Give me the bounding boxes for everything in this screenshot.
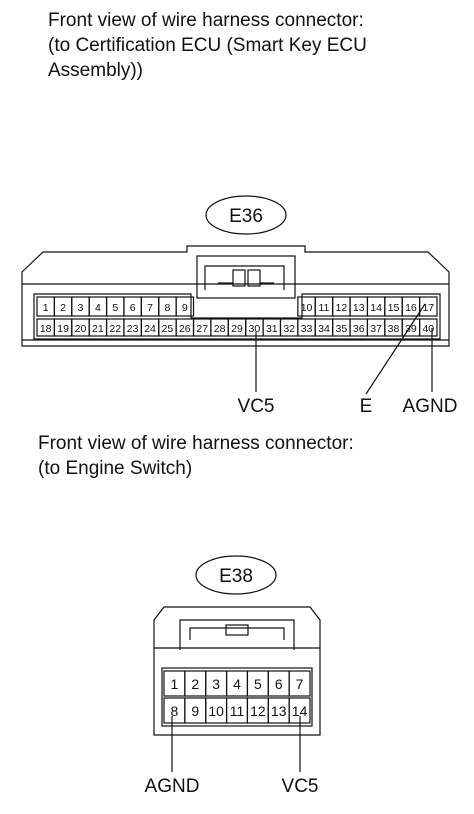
pin-number: 11 — [319, 302, 330, 314]
caption-bottom: Front view of wire harness connector: (t… — [38, 433, 354, 479]
pin-number: 34 — [318, 323, 330, 335]
pin-number: 4 — [95, 302, 101, 314]
pin-number: 4 — [233, 676, 241, 692]
e36-signal-vc5: VC5 — [238, 396, 275, 417]
pin-number: 39 — [405, 323, 417, 335]
e36-label-oval — [205, 195, 287, 235]
e38-signal-vc5: VC5 — [282, 776, 319, 797]
pin-number: 11 — [230, 703, 245, 719]
pin-number: 12 — [250, 703, 266, 719]
pin-number: 36 — [353, 323, 365, 335]
pin-number: 37 — [370, 323, 382, 335]
e36-label: E36 — [229, 206, 263, 227]
pin-number: 24 — [144, 323, 156, 335]
pin-number: 13 — [353, 302, 365, 314]
caption-top: Front view of wire harness connector: (t… — [48, 10, 367, 81]
pin-number: 26 — [179, 323, 191, 335]
pin-number: 30 — [249, 323, 261, 335]
e38-housing — [153, 606, 321, 736]
pin-number: 25 — [162, 323, 174, 335]
pin-number: 15 — [388, 302, 400, 314]
pin-number: 32 — [283, 323, 295, 335]
e36-latch — [196, 255, 296, 299]
e36-pin-frame — [33, 293, 441, 340]
pin-number: 14 — [370, 302, 382, 314]
pin-number: 23 — [127, 323, 139, 335]
pin-number: 1 — [171, 676, 179, 692]
pin-number: 16 — [405, 302, 417, 314]
pin-number: 6 — [275, 676, 283, 692]
pin-number: 8 — [165, 302, 171, 314]
pin-number: 22 — [109, 323, 121, 335]
pin-number: 38 — [388, 323, 400, 335]
pin-number: 7 — [147, 302, 153, 314]
pin-number: 13 — [271, 703, 287, 719]
pin-number: 29 — [231, 323, 243, 335]
pin-number: 6 — [130, 302, 136, 314]
pin-number: 3 — [212, 676, 220, 692]
pin-number: 9 — [191, 703, 199, 719]
pin-number: 7 — [296, 676, 304, 692]
pin-number: 14 — [292, 703, 308, 719]
e36-lead-e — [365, 303, 426, 395]
e38-pin-frame — [161, 667, 313, 727]
e38-pin-cell — [288, 670, 311, 697]
pin-number: 27 — [196, 323, 208, 335]
pin-number: 9 — [182, 302, 188, 314]
pin-number: 10 — [301, 302, 313, 314]
e36-pin-cell — [419, 296, 438, 317]
pin-number: 10 — [208, 703, 224, 719]
e38-label-oval — [195, 555, 277, 595]
pin-number: 1 — [43, 302, 49, 314]
pin-number: 28 — [214, 323, 226, 335]
pin-number: 5 — [112, 302, 118, 314]
e38-signal-agnd: AGND — [145, 776, 200, 797]
pin-number: 31 — [266, 323, 278, 335]
pin-number: 17 — [422, 302, 434, 314]
e36-signal-e: E — [360, 396, 373, 417]
e36-pin-cell — [175, 296, 195, 317]
pin-number: 3 — [78, 302, 84, 314]
e36-housing — [21, 245, 450, 347]
e36-pin-cells — [36, 296, 438, 337]
pin-number: 5 — [254, 676, 262, 692]
pin-number: 20 — [75, 323, 87, 335]
pin-number: 2 — [191, 676, 199, 692]
pin-number: 2 — [60, 302, 66, 314]
e38-label: E38 — [219, 566, 253, 587]
e36-signal-agnd: AGND — [403, 396, 458, 417]
pin-number: 35 — [336, 323, 348, 335]
pin-number: 40 — [422, 323, 434, 335]
pin-number: 12 — [336, 302, 348, 314]
pin-number: 33 — [301, 323, 313, 335]
pin-number: 19 — [57, 323, 69, 335]
pin-number: 18 — [40, 323, 52, 335]
e38-latch — [179, 619, 295, 650]
e36-pin-cell — [419, 318, 438, 337]
pin-number: 8 — [171, 703, 179, 719]
pin-number: 21 — [92, 323, 104, 335]
